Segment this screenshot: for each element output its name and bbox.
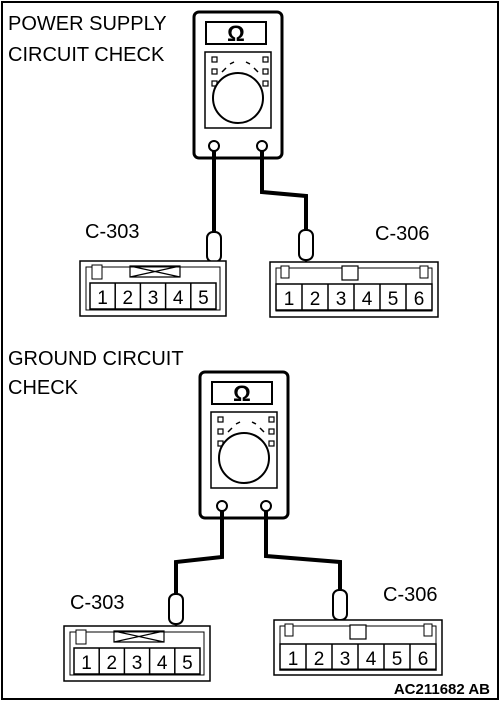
probe-lead-right xyxy=(260,151,308,232)
pin-label: 2 xyxy=(107,653,118,674)
multimeter-top: Ω xyxy=(192,10,284,160)
pin-label: 6 xyxy=(418,649,429,670)
bottom-title-line2: CHECK xyxy=(8,377,79,399)
ohm-symbol: Ω xyxy=(233,381,251,406)
pin-label: 4 xyxy=(173,288,184,309)
pin-label: 2 xyxy=(310,289,321,310)
connector-label-c303-top: C-303 xyxy=(85,221,139,243)
top-title-line1: POWER SUPPLY xyxy=(8,13,167,35)
probe-lead-right xyxy=(264,511,342,592)
pin-label: 2 xyxy=(123,288,134,309)
probe-jack-left xyxy=(216,500,228,512)
pin-label: 4 xyxy=(362,289,373,310)
pin-label: 1 xyxy=(288,649,299,670)
pin-label: 3 xyxy=(336,289,347,310)
pin-label: 5 xyxy=(198,288,209,309)
meter-display xyxy=(211,381,273,405)
pin-label: 1 xyxy=(97,288,108,309)
rotary-dial xyxy=(212,72,264,124)
probe-top-right xyxy=(298,229,314,278)
pin-label: 2 xyxy=(314,649,325,670)
pin-label: 1 xyxy=(81,653,92,674)
connector-c303-bottom: 1 2 3 4 5 xyxy=(63,625,211,682)
pin-label: 4 xyxy=(157,653,168,674)
connector-c306-bottom: 1 2 3 4 5 6 xyxy=(273,619,443,676)
pin-label: 5 xyxy=(182,653,193,674)
connector-label-c306-bottom: C-306 xyxy=(383,584,437,606)
probe-lead-left xyxy=(174,511,224,596)
top-title-line2: CIRCUIT CHECK xyxy=(8,44,165,66)
connector-c303-top: 1 2 3 4 5 xyxy=(79,260,227,317)
pin-label: 4 xyxy=(366,649,377,670)
multimeter-bottom: Ω xyxy=(198,370,290,520)
connector-c306-top: 1 2 3 4 5 6 xyxy=(269,261,439,318)
pin-label: 5 xyxy=(392,649,403,670)
pin-label: 5 xyxy=(388,289,399,310)
connector-label-c303-bottom: C-303 xyxy=(70,592,124,614)
rotary-dial xyxy=(218,432,270,484)
ohm-symbol: Ω xyxy=(227,21,245,46)
connector-label-c306-top: C-306 xyxy=(375,223,429,245)
pin-label: 1 xyxy=(284,289,295,310)
pin-label: 3 xyxy=(148,288,159,309)
pin-label: 3 xyxy=(340,649,351,670)
probe-jack-right xyxy=(256,140,268,152)
meter-display xyxy=(205,21,267,45)
probe-jack-right xyxy=(260,500,272,512)
probe-jack-left xyxy=(208,140,220,152)
pin-label: 6 xyxy=(414,289,425,310)
pin-label: 3 xyxy=(132,653,143,674)
figure-code: AC211682 AB xyxy=(394,681,490,698)
bottom-title-line1: GROUND CIRCUIT xyxy=(8,348,184,370)
